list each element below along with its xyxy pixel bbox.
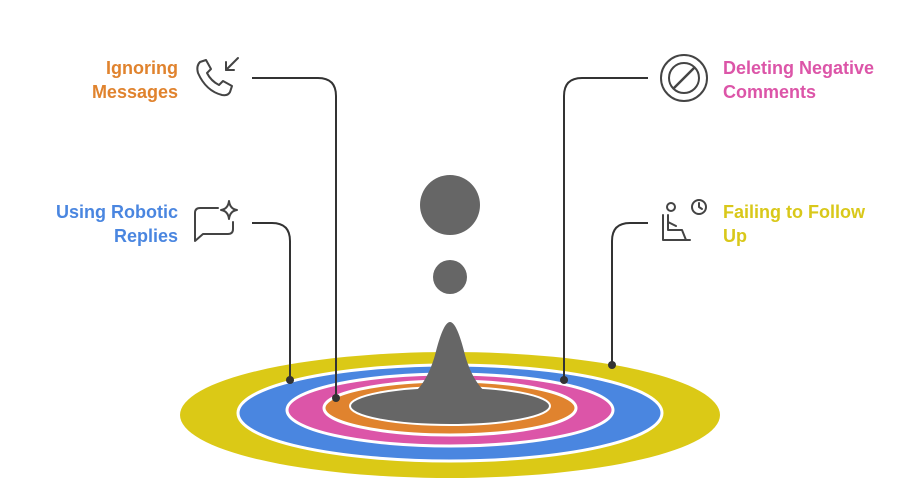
label-robotic-line1: Using Robotic: [56, 202, 178, 222]
label-ignoring-messages: Ignoring Messages: [92, 56, 178, 104]
label-ignoring-line2: Messages: [91, 82, 178, 102]
splash-peak: [390, 322, 512, 405]
connector-ignoring: [252, 77, 337, 398]
connector-robotic: [252, 222, 291, 380]
label-failing-line1: Failing to Follow: [723, 202, 865, 222]
chat-sparkle-icon: [194, 200, 238, 242]
label-failing-to-follow-up: Failing to Follow Up: [723, 200, 865, 248]
droplet-large: [420, 175, 480, 235]
connector-dot-robotic: [286, 376, 294, 384]
connector-dot-ignoring: [332, 394, 340, 402]
person-waiting-clock-icon: [662, 199, 707, 241]
label-deleting-negative-comments: Deleting Negative Comments: [723, 56, 874, 104]
label-robotic-line2: Replies: [113, 226, 178, 246]
connector-dot-deleting: [560, 376, 568, 384]
label-deleting-line2: Comments: [723, 82, 817, 102]
connector-failing: [611, 222, 648, 365]
label-ignoring-line1: Ignoring: [106, 58, 178, 78]
label-using-robotic-replies: Using Robotic Replies: [56, 200, 178, 248]
connector-deleting: [563, 77, 648, 380]
phone-missed-icon: [196, 57, 239, 97]
label-failing-line2: Up: [723, 226, 747, 246]
label-deleting-line1: Deleting Negative: [723, 58, 875, 78]
droplet-small: [433, 260, 467, 294]
connector-dot-failing: [608, 361, 616, 369]
prohibited-icon: [660, 54, 708, 102]
